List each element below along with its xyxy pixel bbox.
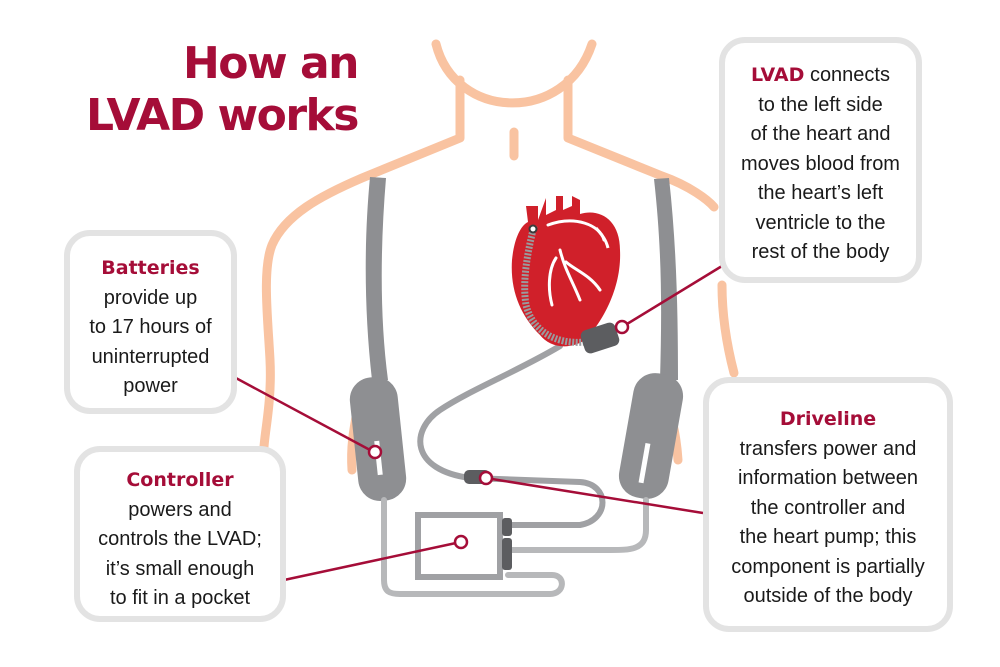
cannula-tip — [528, 224, 538, 234]
callout-driveline-line-4: component is partially — [731, 555, 925, 578]
marker-lvad — [614, 319, 630, 335]
callout-driveline-heading: Driveline — [779, 408, 877, 430]
neck-left — [259, 75, 465, 452]
left-strap — [365, 177, 388, 380]
leader-driveline — [491, 477, 704, 515]
callout-controller-line-0: powers and — [128, 498, 232, 521]
leader-controller — [283, 541, 457, 582]
callout-lvad: LVAD connects to the left side of the he… — [719, 37, 922, 283]
neck-right — [563, 75, 719, 212]
callout-lvad-heading: LVAD — [750, 64, 805, 86]
callout-batteries-line-2: uninterrupted — [91, 345, 210, 368]
callout-controller-line-2: it’s small enough — [105, 557, 255, 580]
callout-driveline-line-3: the heart pump; this — [739, 526, 917, 548]
title-line-1: How an — [182, 38, 360, 89]
battery-icon — [349, 177, 684, 501]
marker-controller — [453, 534, 469, 550]
callout-lvad-line-5: ventricle to the — [755, 211, 886, 234]
right-torso — [717, 280, 739, 378]
callout-lvad-line-0: LVAD connects — [725, 61, 916, 91]
callout-driveline: Driveline transfers power and informatio… — [703, 377, 953, 632]
callout-batteries-line-1: to 17 hours of — [89, 316, 212, 338]
right-battery-slot — [638, 442, 651, 484]
callout-lvad-line-4: the heart’s left — [757, 182, 884, 204]
marker-driveline — [478, 470, 494, 486]
callout-driveline-line-2: the controller and — [750, 496, 906, 519]
callout-lvad-line-1: to the left side — [758, 93, 883, 116]
callout-controller-line-1: controls the LVAD; — [98, 528, 262, 550]
neck-curve — [431, 39, 597, 108]
cannula-icon — [521, 225, 586, 346]
heart-icon — [511, 196, 621, 347]
callout-lvad-line-2: of the heart and — [750, 123, 891, 145]
callout-driveline-line-5: outside of the body — [743, 585, 913, 607]
driveline-cable-icon — [417, 343, 606, 528]
right-battery — [618, 373, 684, 499]
callout-batteries-line-0: provide up — [103, 286, 198, 309]
leader-lvad — [626, 264, 723, 326]
callout-lvad-text: connects — [809, 64, 890, 86]
callout-batteries: Batteries provide up to 17 hours of unin… — [64, 230, 237, 414]
right-battery-cable — [505, 497, 649, 553]
callout-lvad-line-6: rest of the body — [751, 241, 890, 263]
lvad-pump-icon — [580, 322, 620, 354]
leader-batteries — [233, 375, 371, 452]
right-strap — [654, 178, 678, 380]
callout-batteries-line-3: power — [123, 375, 178, 397]
callout-driveline-line-1: information between — [737, 467, 919, 489]
callout-driveline-line-0: transfers power and — [739, 437, 917, 460]
callout-batteries-heading: Batteries — [101, 257, 200, 279]
callout-lvad-line-3: moves blood from — [741, 152, 900, 175]
callout-controller: Controller powers and controls the LVAD;… — [74, 446, 286, 622]
left-battery-cable — [381, 497, 565, 597]
title-line-2: LVAD works — [86, 90, 359, 141]
marker-batteries — [367, 444, 383, 460]
left-battery — [349, 377, 407, 501]
callout-controller-line-3: to fit in a pocket — [109, 587, 251, 609]
callout-controller-heading: Controller — [126, 469, 234, 491]
page-title: How an LVAD works — [58, 38, 360, 142]
